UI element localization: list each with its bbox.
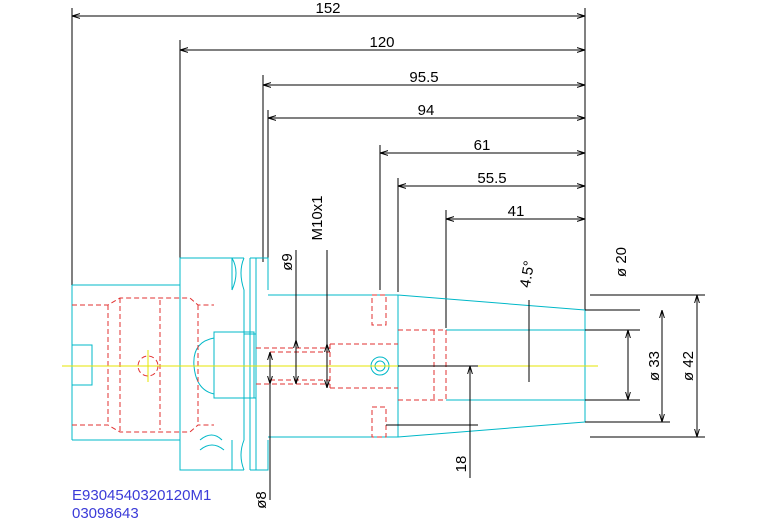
dim-dia-42: ø 42 [680, 351, 697, 381]
dim-95-5: 95.5 [409, 69, 438, 86]
dim-18: 18 [453, 456, 470, 473]
horizontal-dimensions [72, 16, 585, 219]
dim-angle: 4.5° [517, 260, 538, 289]
dim-152: 152 [315, 0, 340, 17]
holder-outline [71, 257, 586, 471]
dim-thread: M10x1 [309, 195, 326, 240]
dim-dia-8: ø8 [253, 491, 270, 509]
dim-61: 61 [474, 137, 491, 154]
part-code: 03098643 [72, 505, 139, 522]
part-number: E9304540320120M1 [72, 487, 211, 504]
dim-94: 94 [418, 102, 435, 119]
dim-dia-33: ø 33 [646, 351, 663, 381]
dim-dia-20: ø 20 [613, 247, 630, 277]
vertical-dimensions [270, 250, 705, 500]
extension-lines [71, 8, 586, 328]
hidden-lines [72, 294, 447, 438]
dim-41: 41 [508, 203, 525, 220]
dim-55-5: 55.5 [477, 170, 506, 187]
dim-dia-9: ø9 [279, 253, 296, 271]
dim-120: 120 [369, 34, 394, 51]
